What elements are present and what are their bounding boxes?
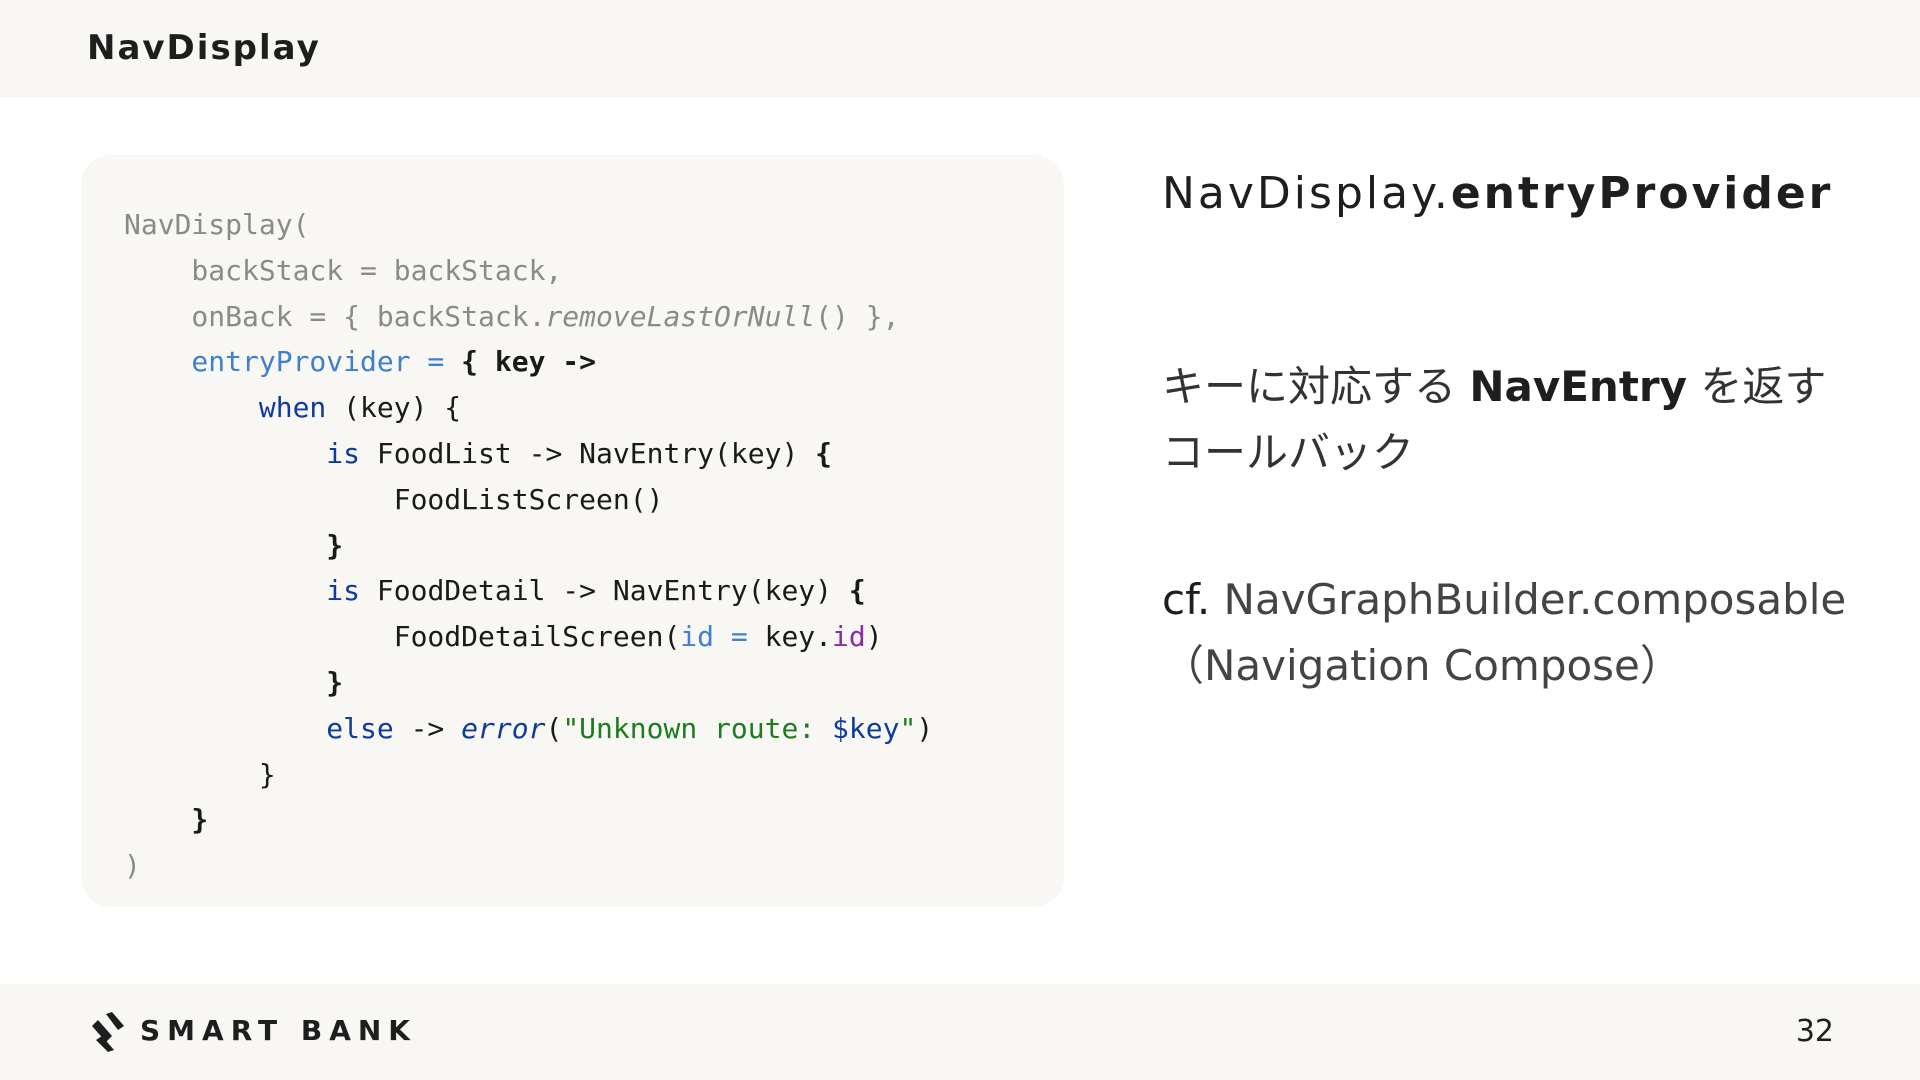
slide-footer (0, 984, 1920, 1080)
code-line-12: else -> error("Unknown route: $key") (124, 711, 934, 745)
code-line-5: when (key) { (124, 391, 462, 425)
code-line-7: FoodListScreen() (124, 482, 664, 516)
code-line-9: is FoodDetail -> NavEntry(key) { (124, 574, 866, 608)
code-line-1: NavDisplay( (124, 208, 310, 241)
slide-header: NavDisplay (0, 0, 1920, 98)
comparison-note: cf. NavGraphBuilder.composable（Navigatio… (1162, 575, 1847, 690)
code-line-11: } (124, 665, 344, 699)
code-block: NavDisplay( backStack = backStack, onBac… (81, 155, 1064, 907)
code-line-3: onBack = { backStack.removeLastOrNull() … (124, 299, 900, 333)
smartbank-logo-icon (92, 1012, 124, 1052)
topic-heading: NavDisplay.entryProvider (1162, 168, 1834, 219)
topic-description: キーに対応する NavEntry を返すコールバック (1162, 362, 1827, 477)
code-line-10: FoodDetailScreen(id = key.id) (124, 620, 883, 654)
code-text: NavDisplay( backStack = backStack, onBac… (124, 202, 933, 889)
code-line-14: } (124, 803, 209, 837)
code-line-8: } (124, 528, 344, 562)
code-line-13: } (124, 757, 276, 791)
code-line-4: entryProvider = { key -> (124, 345, 597, 379)
code-line-15: ) (124, 849, 141, 883)
code-line-6: is FoodList -> NavEntry(key) { (124, 436, 833, 470)
code-line-2: backStack = backStack, (124, 253, 563, 287)
page-number: 32 (1795, 1014, 1834, 1049)
company-logo-text: SMART BANK (140, 1014, 417, 1047)
slide-title: NavDisplay (87, 28, 321, 68)
